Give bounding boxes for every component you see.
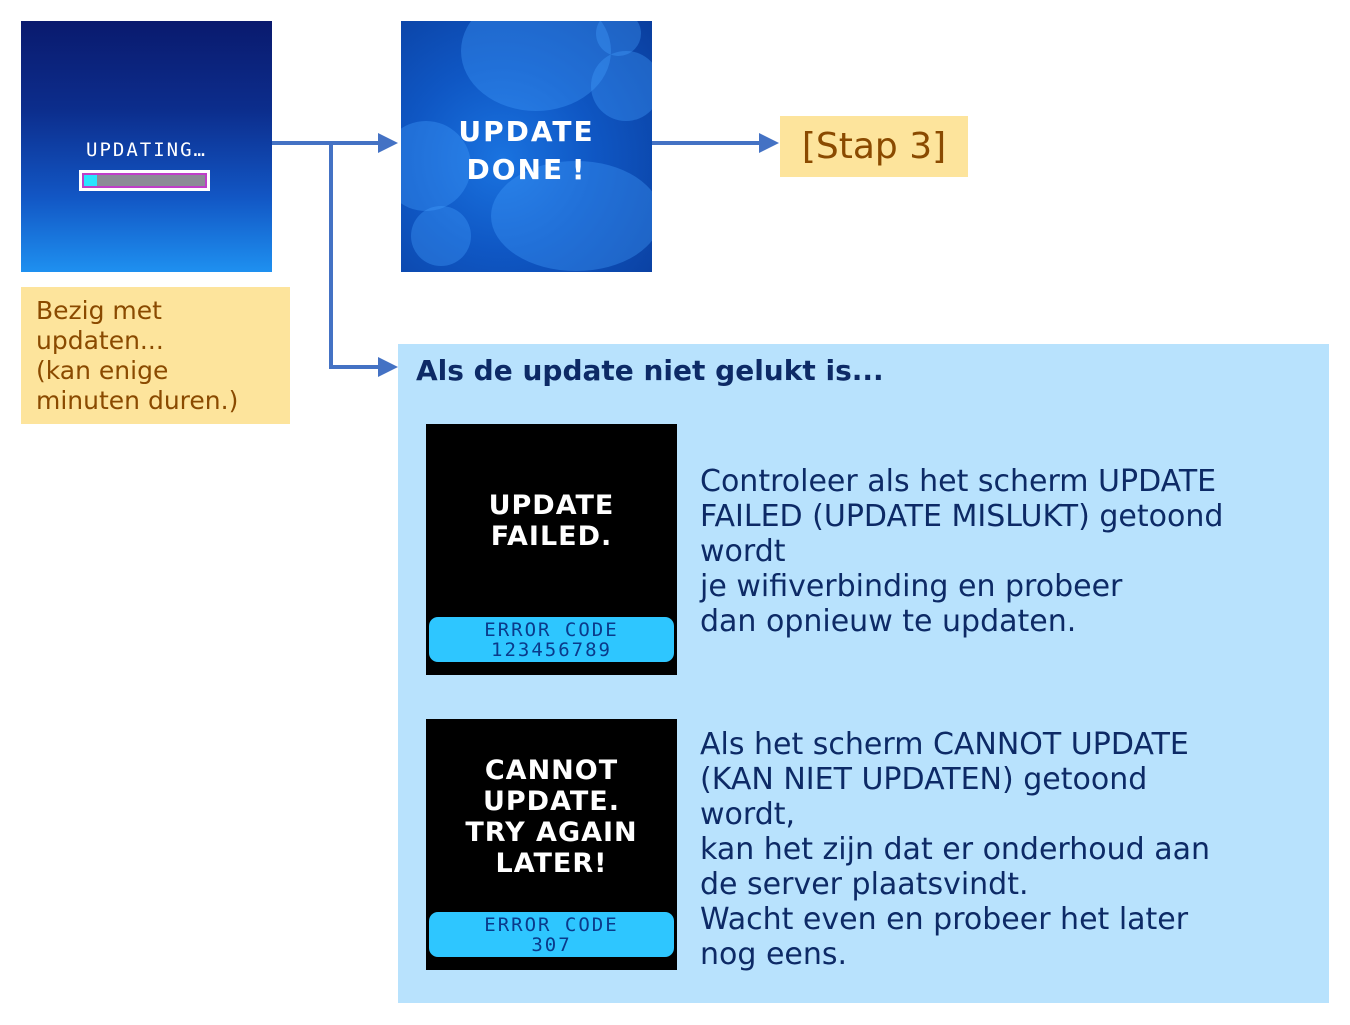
failure-panel: Als de update niet gelukt is... UPDATE F… bbox=[398, 344, 1329, 1003]
update-failed-description: Controleer als het scherm UPDATE FAILED … bbox=[700, 464, 1224, 639]
updating-title: UPDATING… bbox=[86, 139, 207, 161]
update-failed-message: UPDATE FAILED. bbox=[488, 490, 615, 552]
update-done-title: UPDATE DONE ! bbox=[458, 115, 595, 186]
updating-caption: Bezig met updaten... (kan enige minuten … bbox=[21, 287, 290, 424]
arrowhead-failure bbox=[378, 357, 398, 377]
bubble-decoration bbox=[491, 161, 652, 271]
update-progress-fill bbox=[84, 175, 97, 186]
update-progress-bar bbox=[79, 170, 210, 191]
error-code-box: ERROR CODE 307 bbox=[429, 912, 674, 957]
failure-panel-title: Als de update niet gelukt is... bbox=[416, 354, 884, 387]
bubble-decoration bbox=[591, 51, 652, 121]
arrowhead-done bbox=[378, 133, 398, 153]
cannot-update-screen: CANNOT UPDATE. TRY AGAIN LATER! ERROR CO… bbox=[426, 719, 677, 970]
bubble-decoration bbox=[411, 206, 471, 266]
arrow-to-failure bbox=[329, 143, 380, 369]
error-code-box: ERROR CODE 123456789 bbox=[429, 617, 674, 662]
update-done-screen: UPDATE DONE ! bbox=[401, 21, 652, 272]
update-failed-screen: UPDATE FAILED. ERROR CODE 123456789 bbox=[426, 424, 677, 675]
bubble-decoration bbox=[596, 21, 641, 56]
updating-screen: UPDATING… bbox=[21, 21, 272, 272]
cannot-update-description: Als het scherm CANNOT UPDATE (KAN NIET U… bbox=[700, 727, 1210, 972]
arrowhead-stap3 bbox=[759, 133, 779, 153]
bubble-decoration bbox=[401, 121, 471, 211]
next-step-label: [Stap 3] bbox=[780, 116, 968, 177]
cannot-update-message: CANNOT UPDATE. TRY AGAIN LATER! bbox=[465, 755, 638, 879]
